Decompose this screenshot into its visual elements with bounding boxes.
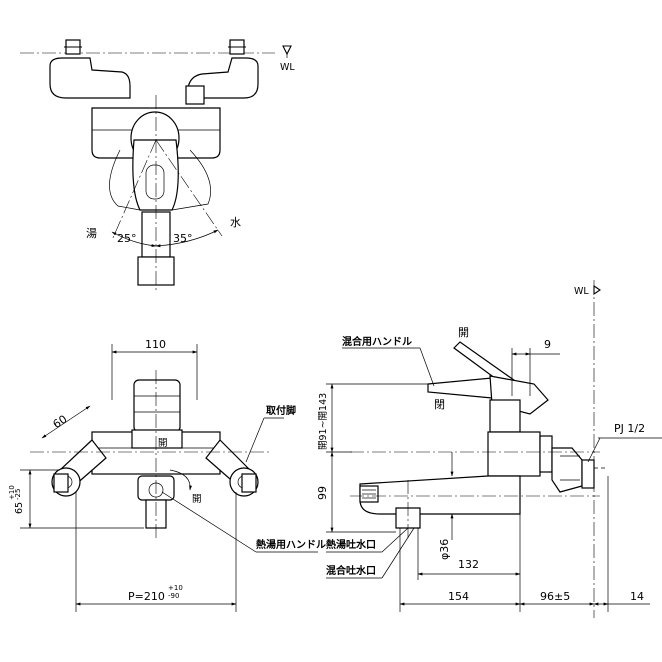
wl-marker-side: [593, 284, 601, 296]
cartridge-front: [131, 429, 183, 449]
hot-side-label: 湯: [86, 227, 97, 240]
hot-handle-leader: [161, 491, 257, 553]
dim-96-label: 96±5: [540, 590, 570, 603]
pj-label: PJ 1/2: [614, 422, 645, 435]
cartridge-body-side: [489, 399, 521, 433]
dim-36-label: φ36: [438, 539, 451, 560]
dim-65-label: 65: [14, 502, 25, 514]
mixing-handle-front: [133, 379, 181, 433]
right-hex-top: [185, 85, 205, 105]
dim-132-label: 132: [458, 558, 479, 571]
mount-plate-leader: [245, 417, 265, 463]
dim-p-tol-minus: -90: [168, 592, 179, 600]
right-elbow-top: [187, 57, 259, 99]
dim-99-label: 99: [316, 486, 329, 500]
cold-side-label: 水: [230, 216, 241, 229]
spout-side: [359, 475, 521, 515]
cold-angle-line: [155, 139, 223, 237]
lever-top: [132, 139, 179, 211]
wl-label-top: WL: [280, 62, 295, 73]
wl-label-side: WL: [574, 286, 589, 297]
open-label-4: 閉: [434, 398, 445, 411]
open-label-2: 開: [192, 494, 202, 505]
dim-p-label: P=210: [128, 590, 165, 603]
dim-110-label: 110: [145, 338, 166, 351]
angle-hot-label: 25°: [117, 232, 137, 245]
dim-14-label: 14: [630, 590, 644, 603]
hot-angle-line: [111, 139, 157, 241]
hot-outlet-label: 熱湯吐水口: [326, 538, 376, 551]
angle-cold-label: 35°: [173, 232, 193, 245]
wl-marker-top: [282, 45, 292, 56]
union-nut-side: [581, 459, 595, 489]
dim-60-label: 60: [51, 412, 70, 431]
mix-handle-label: 混合用ハンドル: [342, 335, 412, 348]
body-side: [487, 431, 541, 477]
dim-91-143-label: 開91~開143: [318, 393, 329, 450]
open-label-3: 開: [458, 326, 469, 339]
dim-9-label: 9: [544, 338, 551, 351]
side-view: WL 混合用ハンドル 開 閉 9: [316, 280, 662, 618]
dim-60-line: [41, 405, 91, 439]
right-nipple-front: [241, 473, 257, 493]
left-nipple-front: [53, 473, 69, 493]
open-label-1: 開: [158, 438, 168, 449]
dim-65-tol-plus: +10: [8, 485, 16, 500]
body-flange-side: [539, 435, 553, 473]
hot-outlet-side: [395, 507, 421, 529]
top-view: WL 湯 水 25° 35°: [20, 39, 295, 290]
dim-154-label: 154: [448, 590, 469, 603]
front-view: 110 60 開 開 取付脚: [8, 338, 326, 612]
mix-outlet-label: 混合吐水口: [326, 564, 376, 577]
mix-handle-leader: [419, 347, 435, 387]
dim-65-tol-minus: -25: [14, 489, 22, 500]
mount-plate-label: 取付脚: [266, 404, 296, 417]
left-elbow-top: [49, 57, 131, 99]
union-side: [551, 447, 583, 493]
dim-p-tol-plus: +10: [168, 584, 183, 592]
hot-handle-label: 熱湯用ハンドル: [256, 538, 326, 551]
